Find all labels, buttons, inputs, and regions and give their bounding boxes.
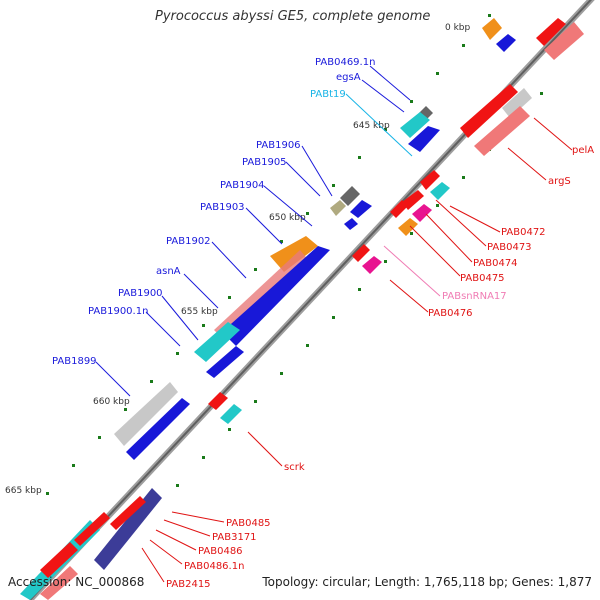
map-title: Pyrococcus abyssi GE5, complete genome bbox=[155, 9, 431, 24]
label-pabsnrna17: PABsnRNA17 bbox=[442, 291, 507, 302]
gene-magenta-0476 bbox=[362, 256, 382, 274]
gene-blue-1 bbox=[408, 126, 440, 152]
label-pab0476: PAB0476 bbox=[428, 308, 473, 319]
tick-label-665: 665 kbp bbox=[5, 486, 42, 496]
gene-red-bottom-c bbox=[40, 542, 78, 578]
label-pab0475: PAB0475 bbox=[460, 273, 505, 284]
gene-red-0472 bbox=[420, 170, 440, 190]
label-scrk: scrk bbox=[284, 462, 305, 473]
label-pabt19: PABt19 bbox=[310, 89, 346, 100]
label-pab0485: PAB0485 bbox=[226, 518, 271, 529]
gene-teal-1 bbox=[400, 112, 430, 138]
gene-grey-3 bbox=[114, 382, 178, 446]
label-pab0472: PAB0472 bbox=[501, 227, 546, 238]
label-pab0469-1n: PAB0469.1n bbox=[315, 57, 375, 68]
gene-grey-pela bbox=[502, 88, 532, 118]
gene-blue-5 bbox=[206, 346, 244, 378]
gene-red-bottom-b bbox=[74, 512, 110, 546]
tick-label-650: 650 kbp bbox=[269, 213, 306, 223]
gene-blue-3 bbox=[344, 218, 358, 230]
label-pab1900-1n: PAB1900.1n bbox=[88, 306, 148, 317]
leader-pabt19 bbox=[345, 93, 413, 157]
label-args: argS bbox=[548, 176, 571, 187]
tick-label-660: 660 kbp bbox=[93, 397, 130, 407]
gene-orange-top bbox=[482, 18, 502, 40]
gene-khaki bbox=[330, 200, 346, 216]
label-pab0486: PAB0486 bbox=[198, 546, 243, 557]
leader-pabsnrna17 bbox=[383, 245, 441, 297]
label-pab0474: PAB0474 bbox=[473, 258, 518, 269]
gene-blue-top bbox=[496, 34, 516, 52]
gene-pink-bottom bbox=[40, 566, 78, 600]
label-pab3171: PAB3171 bbox=[212, 532, 257, 543]
gene-red-0473 bbox=[390, 200, 408, 218]
gene-orange-0475 bbox=[398, 218, 418, 236]
label-egsa: egsA bbox=[336, 72, 361, 83]
gene-blue-2 bbox=[350, 200, 372, 218]
gene-grey-2 bbox=[340, 186, 360, 206]
label-pela: pelA bbox=[572, 145, 594, 156]
reverse-genes bbox=[40, 18, 584, 600]
label-pab0473: PAB0473 bbox=[487, 242, 532, 253]
gene-red-0476 bbox=[352, 244, 370, 262]
gene-pink-top bbox=[544, 22, 584, 60]
label-asna: asnA bbox=[156, 266, 181, 277]
gene-magenta-0475 bbox=[412, 204, 432, 222]
label-pab2415: PAB2415 bbox=[166, 579, 211, 590]
gene-red-top bbox=[536, 18, 566, 46]
gene-red-scrk bbox=[208, 392, 228, 410]
gene-darkblue-bottom bbox=[94, 488, 162, 570]
tick-label-0: 0 kbp bbox=[445, 23, 471, 33]
label-pab1902: PAB1902 bbox=[166, 236, 211, 247]
label-pab1905: PAB1905 bbox=[242, 157, 287, 168]
label-pab0486-1n: PAB0486.1n bbox=[184, 561, 244, 572]
tick-label-645: 645 kbp bbox=[353, 121, 390, 131]
label-pab1904: PAB1904 bbox=[220, 180, 265, 191]
gene-orange-2 bbox=[270, 236, 318, 272]
gene-red-bottom-a bbox=[110, 496, 146, 530]
label-pab1900: PAB1900 bbox=[118, 288, 163, 299]
label-pab1903: PAB1903 bbox=[200, 202, 245, 213]
reverse-leaders bbox=[141, 117, 573, 583]
tick-label-655: 655 kbp bbox=[181, 307, 218, 317]
gene-teal-2 bbox=[194, 322, 240, 362]
gene-teal-scrk bbox=[220, 404, 242, 424]
summary-text: Topology: circular; Length: 1,765,118 bp… bbox=[262, 575, 592, 589]
forward-leaders bbox=[95, 65, 411, 397]
gene-blue-6 bbox=[126, 398, 190, 460]
gene-teal-0472 bbox=[430, 182, 450, 200]
gene-red-0474 bbox=[402, 190, 424, 210]
gene-pink-args bbox=[474, 106, 530, 156]
accession-text: Accession: NC_000868 bbox=[8, 575, 145, 589]
label-pab1906: PAB1906 bbox=[256, 140, 301, 151]
gene-red-pela bbox=[460, 84, 518, 138]
label-pab1899: PAB1899 bbox=[52, 356, 97, 367]
gene-blue-4 bbox=[222, 246, 330, 346]
